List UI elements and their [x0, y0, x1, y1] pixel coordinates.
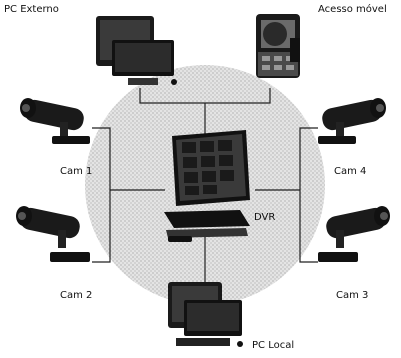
label-pc-local: PC Local: [252, 340, 295, 351]
label-cam4: Cam 4: [334, 166, 367, 177]
computer-icon: [96, 16, 177, 85]
security-camera-icon: [20, 98, 90, 144]
mobile-phone-icon: [256, 14, 300, 78]
line-right-bus: [299, 127, 318, 263]
security-camera-icon: [318, 206, 390, 262]
security-camera-icon: [318, 98, 386, 144]
label-pc-externo: PC Externo: [4, 4, 59, 15]
security-camera-icon: [16, 206, 90, 262]
label-acesso-movel: Acesso móvel: [318, 4, 387, 15]
label-cam1: Cam 1: [60, 166, 93, 177]
connection-lines: [92, 88, 318, 282]
label-dvr: DVR: [254, 212, 276, 223]
computer-icon: [168, 282, 243, 347]
line-left-bus: [92, 127, 111, 263]
dvr-monitor-icon: [164, 130, 250, 242]
label-cam2: Cam 2: [60, 290, 93, 301]
label-cam3: Cam 3: [336, 290, 369, 301]
